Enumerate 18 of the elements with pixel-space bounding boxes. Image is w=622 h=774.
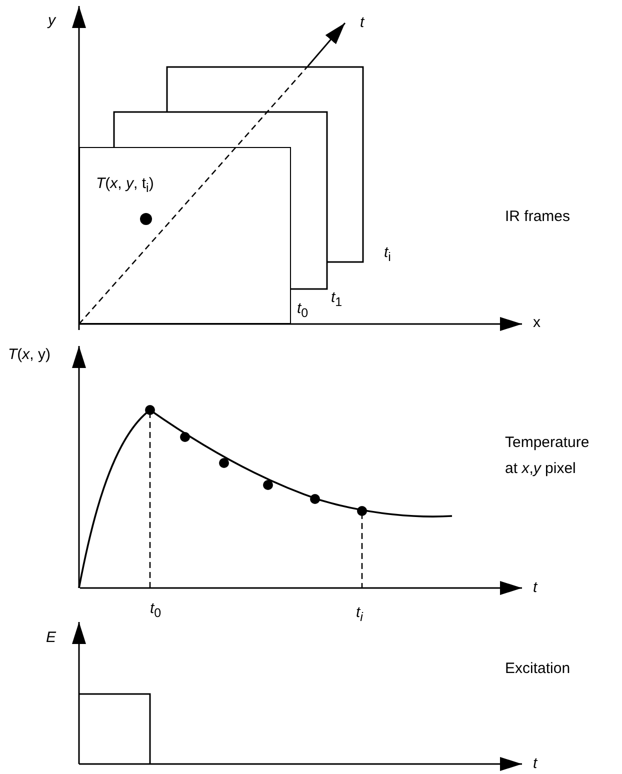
- section-label: Temperature at x,y pixel: [505, 433, 590, 479]
- section-label: Excitation: [505, 660, 570, 678]
- ir-frame: [166, 66, 364, 263]
- tick-label: t$_{0}$: [150, 600, 162, 622]
- frame-time-label: t$_{1}$: [331, 289, 342, 311]
- axis-label: x: [533, 314, 540, 332]
- tick-label: t$_{i}$: [356, 604, 363, 626]
- axis-label: T(x, y): [8, 346, 51, 364]
- section-label: IR frames: [505, 208, 570, 226]
- frame-time-label: t$_{0}$: [297, 300, 308, 322]
- axis-label: t: [360, 14, 364, 32]
- pixel-temperature-label: T(x, y, t$_{i}$): [96, 175, 154, 197]
- axis-label: y: [48, 12, 56, 30]
- ir-frame: [79, 147, 291, 324]
- frame-time-label: t$_{i}$: [384, 244, 391, 266]
- axis-label: t: [533, 755, 538, 773]
- axis-label: t: [533, 579, 538, 597]
- axis-label: E: [46, 629, 56, 647]
